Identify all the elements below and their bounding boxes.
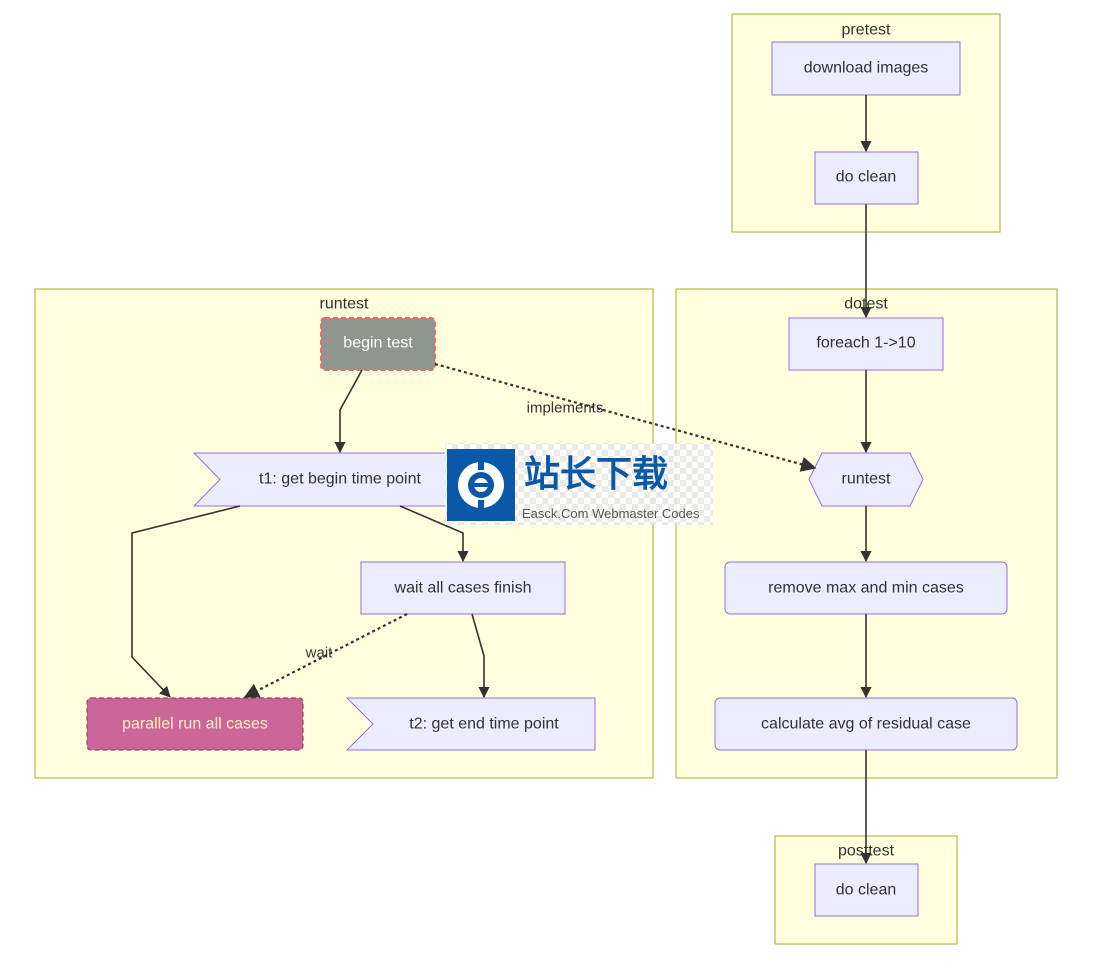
edge-wait-to-t2 bbox=[471, 613, 490, 699]
node-begin-test[interactable]: begin test bbox=[320, 317, 436, 371]
edge-label-implements: implements bbox=[527, 400, 604, 417]
node-label: do clean bbox=[836, 882, 897, 899]
watermark-subtitle: Easck.Com Webmaster Codes bbox=[522, 506, 700, 521]
node-label: foreach 1->10 bbox=[816, 335, 915, 352]
edge-t1-to-wait bbox=[399, 505, 469, 563]
node-label: remove max and min cases bbox=[768, 580, 964, 597]
node-wait-all-cases[interactable]: wait all cases finish bbox=[360, 561, 566, 615]
node-foreach[interactable]: foreach 1->10 bbox=[788, 317, 944, 371]
node-calc-avg[interactable]: calculate avg of residual case bbox=[714, 697, 1018, 751]
node-do-clean-pretest[interactable]: do clean bbox=[814, 151, 919, 205]
node-label: download images bbox=[804, 60, 929, 77]
node-t2-get-end-time[interactable]: t2: get end time point bbox=[345, 697, 596, 751]
cluster-title: runtest bbox=[320, 296, 369, 313]
edge-label-wait: wait bbox=[305, 645, 334, 662]
node-label: wait all cases finish bbox=[394, 580, 532, 597]
edge-t1-to-parallel bbox=[131, 505, 241, 698]
edge-begin-to-t1 bbox=[334, 369, 363, 454]
node-label: calculate avg of residual case bbox=[761, 716, 971, 733]
node-label: do clean bbox=[836, 169, 897, 186]
node-remove-max-min[interactable]: remove max and min cases bbox=[724, 561, 1008, 615]
node-label: t1: get begin time point bbox=[259, 471, 421, 488]
node-label: t2: get end time point bbox=[409, 716, 559, 733]
node-label: begin test bbox=[343, 335, 413, 352]
watermark-title: 站长下载 bbox=[524, 454, 668, 495]
node-download-images[interactable]: download images bbox=[771, 41, 961, 96]
node-t1-get-begin-time[interactable]: t1: get begin time point bbox=[192, 452, 488, 507]
edge-wait-dotted bbox=[243, 613, 408, 698]
node-do-clean-posttest[interactable]: do clean bbox=[814, 863, 919, 917]
node-runtest[interactable]: runtest bbox=[808, 452, 924, 507]
node-label: runtest bbox=[842, 471, 891, 488]
watermark-logo: 站长下载 Easck.Com Webmaster Codes bbox=[445, 443, 713, 525]
node-label: parallel run all cases bbox=[122, 716, 268, 733]
node-parallel-run[interactable]: parallel run all cases bbox=[86, 697, 304, 751]
cluster-title: pretest bbox=[842, 22, 891, 39]
